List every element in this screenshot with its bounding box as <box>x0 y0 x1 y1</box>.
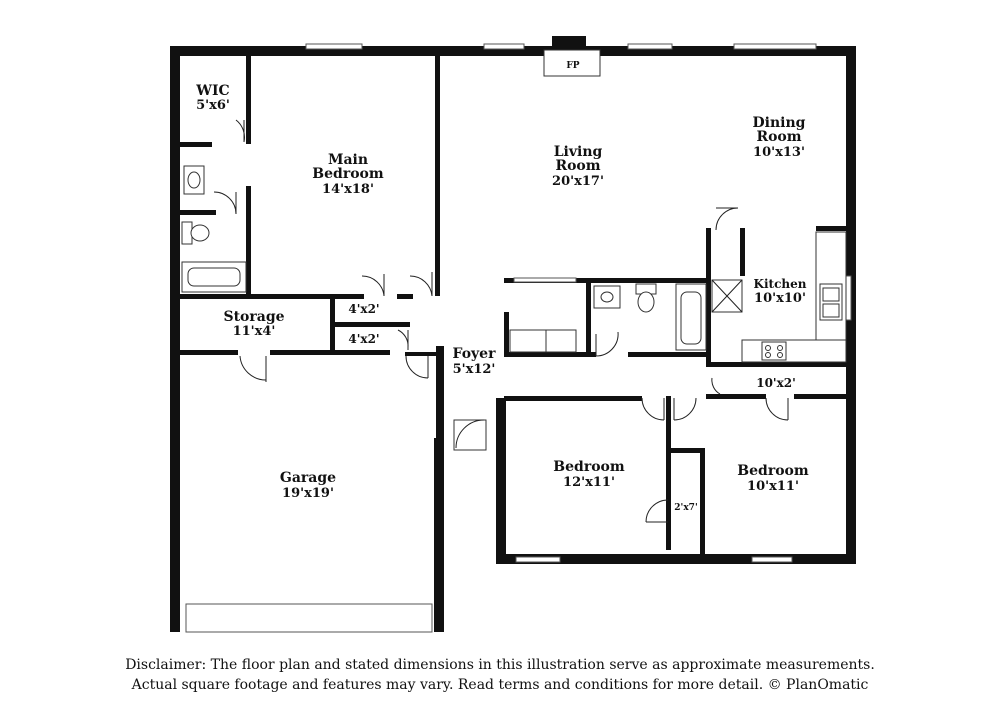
living-room-name-2: Room <box>555 158 600 174</box>
hall-closet-dims: 10'x2' <box>756 376 796 390</box>
garage-door <box>185 603 433 633</box>
window <box>515 556 561 563</box>
wic-name: WIC <box>195 83 229 99</box>
main-bedroom-name-2: Bedroom <box>312 166 384 182</box>
window <box>483 43 525 50</box>
disclaimer-line-1: Disclaimer: The floor plan and stated di… <box>125 657 875 673</box>
disclaimer-line-2: Actual square footage and features may v… <box>131 677 869 693</box>
window <box>751 556 793 563</box>
window <box>305 43 363 50</box>
bedroom-1-name: Bedroom <box>553 459 625 475</box>
storage-name: Storage <box>223 309 284 325</box>
fixtures <box>181 165 847 363</box>
closet-a-dims: 4'x2' <box>348 302 379 316</box>
bedroom-1-dims: 12'x11' <box>563 475 615 490</box>
interior-walls <box>180 56 846 554</box>
bedroom-2-name: Bedroom <box>737 463 809 479</box>
window <box>733 43 817 50</box>
fireplace: FP <box>543 36 601 77</box>
garage-name: Garage <box>280 470 336 486</box>
living-room-dims: 20'x17' <box>552 174 604 189</box>
living-room-name: Living <box>554 144 603 160</box>
garage-dims: 19'x19' <box>282 486 334 501</box>
window <box>627 43 673 50</box>
dining-room-dims: 10'x13' <box>753 145 805 160</box>
dining-room-name: Dining <box>753 115 806 131</box>
small-closet-dims: 2'x7' <box>674 503 697 513</box>
foyer-dims: 5'x12' <box>453 362 496 377</box>
kitchen-name: Kitchen <box>754 277 807 291</box>
dining-room-name-2: Room <box>756 129 801 145</box>
windows <box>185 43 852 633</box>
wic-dims: 5'x6' <box>196 98 230 113</box>
laundry-icon <box>545 329 577 353</box>
doors <box>213 119 789 523</box>
main-bedroom-dims: 14'x18' <box>322 182 374 197</box>
main-bedroom-name: Main <box>328 152 368 168</box>
disclaimer: Disclaimer: The floor plan and stated di… <box>0 655 1000 695</box>
counter <box>509 329 547 353</box>
kitchen-dims: 10'x10' <box>754 291 806 306</box>
window <box>513 277 577 283</box>
stove-icon <box>761 341 787 361</box>
bedroom-2-dims: 10'x11' <box>747 479 799 494</box>
foyer-name: Foyer <box>453 346 497 362</box>
counter <box>741 339 847 363</box>
closet-b-dims: 4'x2' <box>348 332 379 346</box>
room-labels: WIC 5'x6' Main Bedroom 14'x18' Living Ro… <box>195 83 809 513</box>
fireplace-label: FP <box>566 61 579 71</box>
storage-dims: 11'x4' <box>233 324 276 339</box>
